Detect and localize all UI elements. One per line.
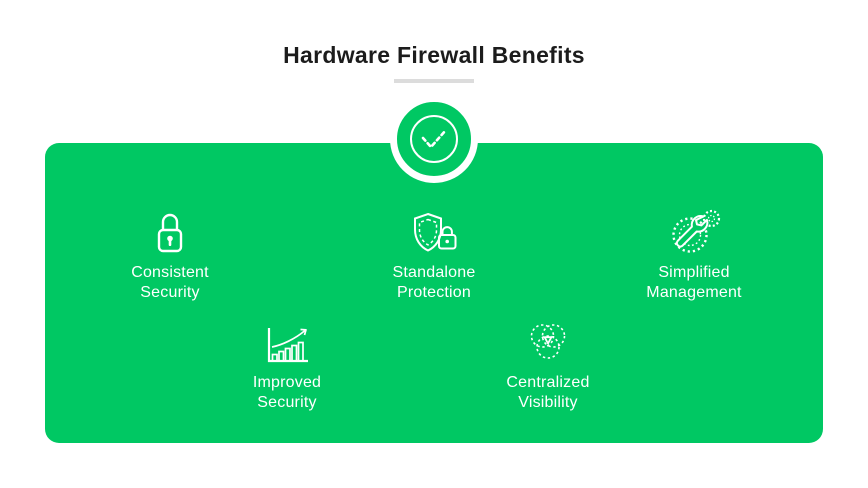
- gear-wrench-icon: [665, 207, 723, 255]
- benefit-label: Simplified Management: [646, 264, 742, 301]
- check-circle-icon: [397, 102, 471, 176]
- venn-diagram-icon: [524, 317, 572, 365]
- benefit-label: Improved Security: [252, 374, 322, 411]
- lock-icon: [152, 207, 188, 255]
- shield-lock-icon: [408, 207, 460, 255]
- benefit-item-improved-security: Improved Security: [197, 317, 377, 413]
- benefit-label: Centralized Visibility: [506, 374, 590, 411]
- benefit-item-centralized-visibility: Centralized Visibility: [458, 317, 638, 413]
- page-title: Hardware Firewall Benefits: [283, 42, 585, 68]
- growth-chart-icon: [263, 317, 311, 365]
- benefit-item-consistent-security: Consistent Security: [80, 207, 260, 303]
- check-badge: [390, 95, 478, 183]
- benefit-item-simplified-management: Simplified Management: [604, 207, 784, 303]
- benefit-label: Consistent Security: [131, 264, 209, 301]
- title-underline: [394, 79, 474, 83]
- benefit-item-standalone-protection: Standalone Protection: [344, 207, 524, 303]
- benefit-label: Standalone Protection: [392, 264, 476, 301]
- benefits-panel: Consistent Security Standalone Protectio…: [45, 143, 823, 443]
